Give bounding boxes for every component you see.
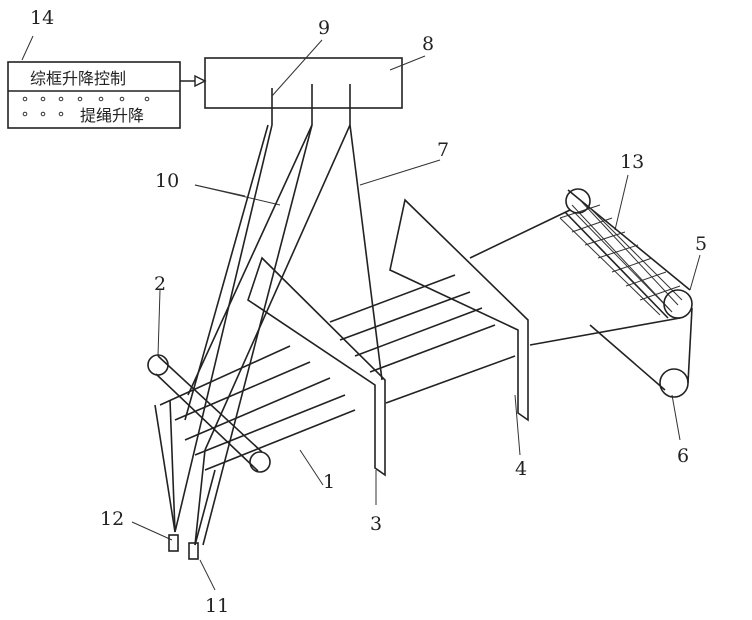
label-12: 12 — [100, 508, 124, 530]
label-14: 14 — [30, 7, 54, 29]
warp-beam — [148, 355, 270, 472]
control-box-bottom-label: 提绳升降 — [80, 106, 144, 125]
label-9: 9 — [318, 17, 330, 39]
label-4: 4 — [515, 458, 527, 480]
sensor-12 — [169, 535, 178, 551]
number-labels: 1 2 3 4 5 6 7 8 9 10 11 12 13 14 — [30, 7, 707, 617]
label-10: 10 — [155, 170, 179, 192]
label-8: 8 — [422, 33, 434, 55]
harness-cords — [155, 125, 382, 545]
control-box: 综框升降控制 提绳升降 — [8, 62, 180, 128]
label-13: 13 — [620, 151, 644, 173]
label-6: 6 — [677, 445, 689, 467]
hooks — [272, 84, 350, 125]
jacquard-box — [205, 58, 402, 108]
fabric-grid — [560, 200, 682, 315]
cloth-take-up — [560, 189, 692, 397]
label-5: 5 — [695, 233, 707, 255]
label-11: 11 — [205, 595, 229, 617]
label-2: 2 — [154, 273, 166, 295]
arrow-icon — [180, 76, 205, 86]
label-3: 3 — [370, 513, 382, 535]
label-1: 1 — [323, 471, 335, 493]
reed-4 — [390, 200, 528, 420]
label-7: 7 — [437, 139, 449, 161]
sensor-11 — [189, 543, 198, 559]
control-box-top-label: 综框升降控制 — [30, 69, 126, 88]
